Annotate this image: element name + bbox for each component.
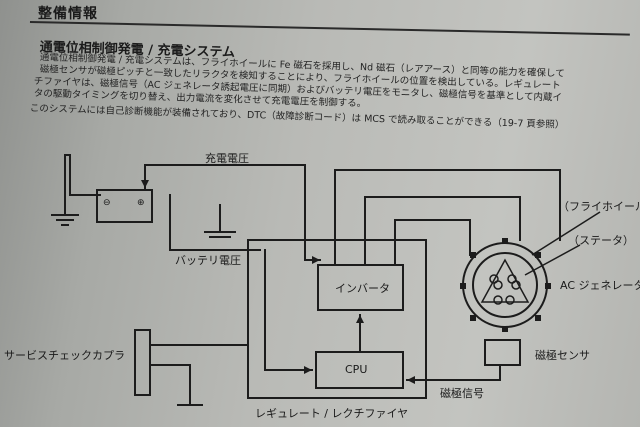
label-service-coupler: サービスチェックカプラ: [4, 349, 125, 362]
battery-voltage-wire: [169, 194, 261, 251]
label-ac-generator: AC ジェネレータ: [560, 279, 640, 292]
label-flywheel: （フライホイール）: [558, 200, 640, 213]
label-inverter: インバータ: [335, 282, 390, 295]
cpu-box: [315, 351, 404, 389]
label-charge-voltage: 充電電圧: [205, 152, 249, 165]
label-pole-signal: 磁極信号: [440, 387, 484, 400]
label-regulator-rectifier: レギュレート / レクチファイヤ: [255, 407, 409, 420]
charge-voltage-wire: [144, 164, 321, 261]
battery-ground-wire: [64, 154, 101, 196]
battery-plus-icon: ⊕: [137, 198, 145, 208]
section-header: 整備情報: [38, 6, 98, 22]
label-cpu: CPU: [345, 363, 368, 376]
pole-sensor: [484, 339, 521, 366]
label-battery-voltage: バッテリ電圧: [175, 254, 241, 267]
inverter-box: [317, 264, 404, 311]
label-stator: （ステータ）: [568, 234, 634, 247]
regulator-rectifier-box: [247, 239, 427, 399]
battery-minus-icon: ⊖: [103, 198, 111, 208]
label-pole-sensor: 磁極センサ: [535, 349, 590, 362]
battery: [96, 189, 153, 223]
